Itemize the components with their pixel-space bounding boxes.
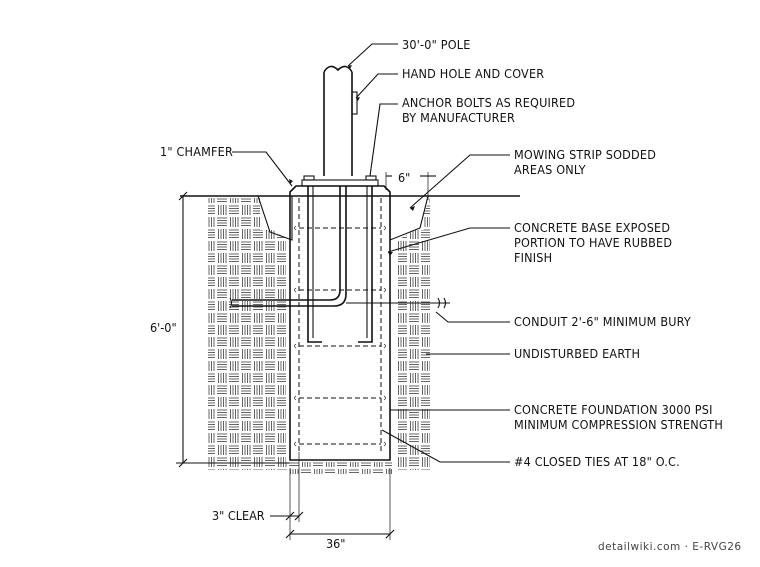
arrow-heads [289, 65, 415, 256]
concrete-foundation [289, 185, 391, 461]
undisturbed-earth-label: UNDISTURBED EARTH [514, 346, 640, 361]
concrete-base-label-line1: CONCRETE BASE EXPOSED [514, 220, 670, 235]
credit-text: detailwiki.com · E-RVG26 [598, 541, 742, 553]
anchor-bolts-label-line2: BY MANUFACTURER [402, 110, 515, 125]
dimension-clear [270, 452, 304, 540]
concrete-base-label-line2: PORTION TO HAVE RUBBED [514, 235, 672, 250]
hand-hole-label: HAND HOLE AND COVER [402, 66, 544, 81]
dimension-strip [385, 172, 436, 200]
mowing-strip-label-line1: MOWING STRIP SODDED [514, 147, 656, 162]
strip-width-dimension-text: 6" [398, 170, 410, 185]
foundation-label-line2: MINIMUM COMPRESSION STRENGTH [514, 417, 723, 432]
chamfer-label: 1" CHAMFER [160, 144, 233, 159]
concrete-base-label-line3: FINISH [514, 250, 552, 265]
width-dimension-text: 36" [326, 536, 345, 551]
undisturbed-earth-hatch [208, 188, 430, 474]
depth-dimension-text: 6'-0" [150, 320, 177, 335]
conduit-label: CONDUIT 2'-6" MINIMUM BURY [514, 314, 691, 329]
pole [323, 65, 358, 176]
mowing-strip-label-line2: AREAS ONLY [514, 162, 586, 177]
dimension-depth [176, 191, 290, 468]
clear-dimension-text: 3" CLEAR [212, 508, 265, 523]
foundation-label-line1: CONCRETE FOUNDATION 3000 PSI [514, 402, 713, 417]
anchor-bolts [301, 175, 379, 343]
ties-label: #4 CLOSED TIES AT 18" O.C. [514, 454, 680, 469]
conduit [229, 186, 450, 309]
dimension-width [285, 468, 395, 540]
pole-label: 30'-0" POLE [402, 37, 471, 52]
leader-lines [232, 43, 510, 463]
anchor-bolts-label-line1: ANCHOR BOLTS AS REQUIRED [402, 95, 575, 110]
